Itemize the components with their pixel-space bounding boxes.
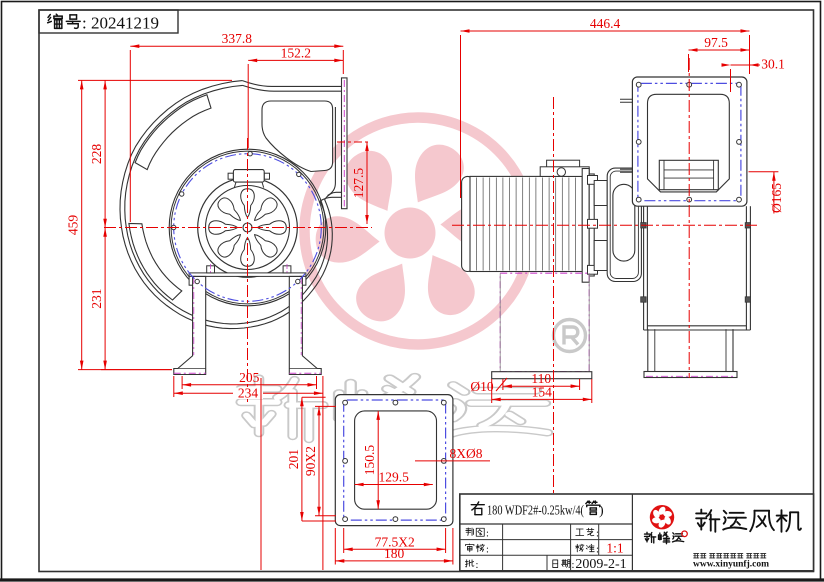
svg-text:1:1: 1:1 <box>606 541 623 556</box>
svg-text:90X2: 90X2 <box>303 446 318 476</box>
svg-text::: : <box>486 529 489 540</box>
svg-text::: : <box>596 545 599 556</box>
svg-text:: 20241219: : 20241219 <box>82 14 159 33</box>
svg-text:www.xinyunfj.com: www.xinyunfj.com <box>693 560 769 570</box>
svg-text:228: 228 <box>89 144 104 165</box>
svg-text:Ø10: Ø10 <box>470 379 493 394</box>
svg-text:459: 459 <box>66 215 81 236</box>
svg-text:446.4: 446.4 <box>590 16 621 31</box>
svg-text:129.5: 129.5 <box>379 470 410 485</box>
svg-text:30.1: 30.1 <box>761 57 785 72</box>
svg-text:150.5: 150.5 <box>362 445 377 476</box>
svg-text:77.5X2: 77.5X2 <box>375 534 415 549</box>
svg-text:231: 231 <box>89 289 104 309</box>
svg-text:Ø165: Ø165 <box>769 183 784 213</box>
svg-text::: : <box>486 545 489 556</box>
svg-text:110: 110 <box>531 371 551 386</box>
svg-text:): ) <box>599 504 604 519</box>
svg-text:180 WDF2#-0.25kw/4(: 180 WDF2#-0.25kw/4( <box>487 504 584 519</box>
svg-text:8XØ8: 8XØ8 <box>450 446 483 461</box>
svg-text::: : <box>596 529 599 540</box>
svg-text:97.5: 97.5 <box>704 35 728 50</box>
svg-text:234: 234 <box>238 386 259 401</box>
svg-text:337.8: 337.8 <box>222 31 253 46</box>
svg-text:152.2: 152.2 <box>281 45 311 60</box>
svg-text:180: 180 <box>384 546 405 561</box>
svg-text::: : <box>476 560 479 571</box>
svg-text:201: 201 <box>286 449 301 469</box>
svg-text:154: 154 <box>532 384 553 399</box>
svg-text:2009-2-1: 2009-2-1 <box>575 557 626 572</box>
svg-text:205: 205 <box>239 370 260 385</box>
svg-text::: : <box>572 560 575 571</box>
svg-text:127.5: 127.5 <box>351 168 366 199</box>
